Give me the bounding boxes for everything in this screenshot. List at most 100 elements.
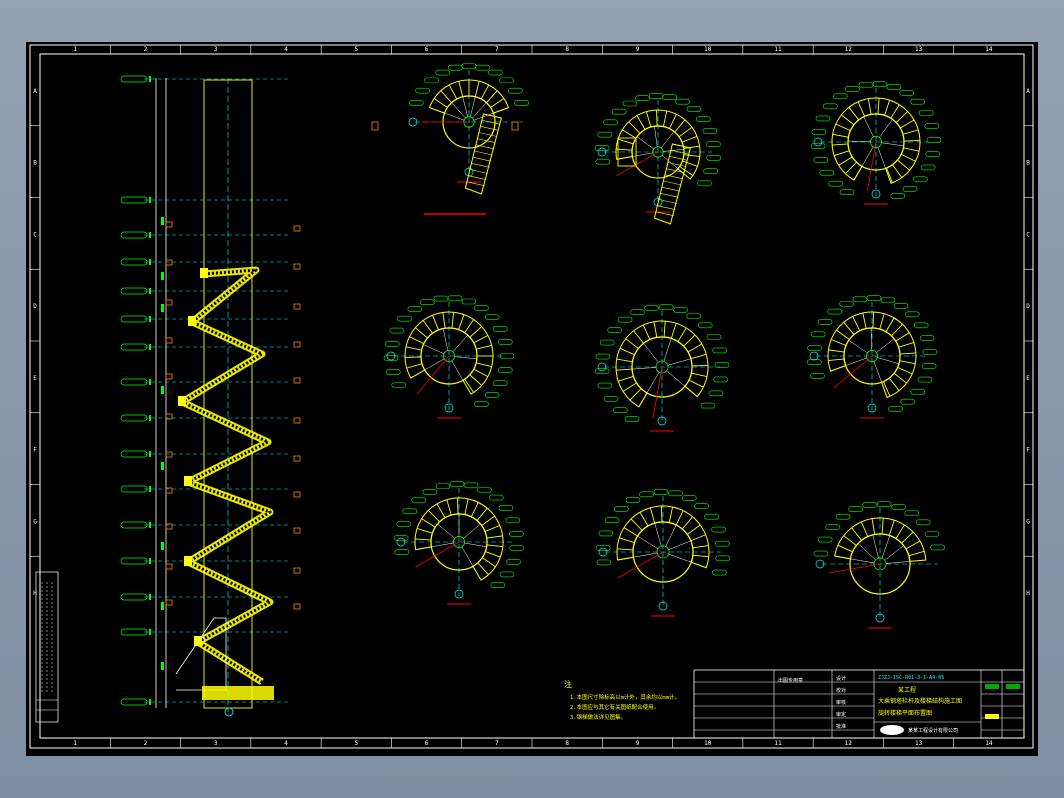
callout-tag (910, 98, 926, 105)
spiral-tread-band (827, 311, 917, 398)
tread (617, 556, 634, 561)
callout-tag (653, 489, 669, 495)
tread (473, 334, 489, 344)
callout-tag (922, 349, 938, 355)
center-column (442, 349, 455, 362)
tread (884, 100, 891, 116)
callout-tag (913, 176, 928, 183)
radial-beam (636, 136, 654, 150)
drawing-subtitle: 旋转楼梯平面布置图 (878, 709, 932, 717)
callout-tag (397, 315, 412, 322)
callout-tag (876, 501, 892, 507)
tread (832, 143, 849, 146)
tread (490, 98, 505, 108)
elevation-callout (165, 487, 173, 494)
flight-tread (666, 168, 685, 173)
grid-column-label: 5 (354, 46, 358, 53)
callout-tag (845, 86, 860, 92)
callout-tag (686, 106, 702, 112)
elevation-callout (293, 225, 301, 232)
tread (895, 111, 908, 123)
tread (879, 313, 885, 330)
callout-tag (662, 94, 677, 101)
callout-tag (607, 327, 623, 333)
tread (675, 510, 684, 526)
flight-tread (660, 193, 679, 198)
callout-tag (919, 335, 935, 341)
radial-beam (850, 558, 875, 564)
tread (892, 164, 903, 178)
radial-beam (461, 546, 474, 567)
grid-row-label: H (33, 590, 37, 597)
callout-tag (858, 82, 874, 88)
callout-tag (499, 571, 515, 578)
status-mark (985, 684, 999, 689)
note-line-2: 2.本图应与其它有关图纸配合使用。 (570, 703, 659, 711)
grid-row-label: H (1026, 590, 1030, 597)
level-marker (161, 602, 164, 610)
tread (484, 525, 500, 532)
grid-column-label: 2 (144, 740, 148, 747)
tread (670, 323, 677, 339)
axis-bubble (597, 362, 607, 372)
flight-tread (480, 126, 499, 131)
radial-beam (632, 152, 653, 157)
grid-row-label: G (1026, 518, 1030, 525)
flight-tread (657, 205, 676, 210)
level-mark (149, 451, 151, 457)
callout-tag (835, 513, 851, 520)
dimension-line (617, 551, 664, 579)
radial-beam (643, 343, 659, 363)
callout-tag (807, 345, 822, 351)
flight-tread (667, 162, 686, 167)
callout-tag (862, 502, 877, 508)
flight-tread (475, 144, 494, 150)
tread (691, 561, 707, 569)
tread (832, 133, 849, 138)
radial-beam (863, 116, 874, 138)
stair-plan (807, 295, 938, 419)
grid-row-label: G (33, 518, 37, 525)
tread (421, 518, 436, 528)
tread (691, 372, 708, 378)
drawing-title: 大乘钢塔栏杆及楼梯结构施工图 (878, 697, 962, 705)
radial-beam (884, 545, 904, 561)
grid-row-label: D (33, 303, 37, 310)
callout-tag (924, 123, 940, 129)
tread (668, 506, 674, 523)
radial-beam (879, 119, 893, 138)
tread (619, 347, 635, 356)
radial-beam (451, 360, 464, 381)
level-marker (161, 386, 164, 394)
radial-beam (463, 523, 481, 539)
axis-bubble (867, 403, 877, 413)
tread (433, 98, 448, 108)
callout-tag (807, 359, 822, 365)
callout-tag (603, 119, 618, 126)
level-mark (149, 379, 151, 385)
level-tag (120, 450, 148, 458)
radial-beam (848, 340, 868, 354)
callout-tag (917, 376, 933, 383)
grid-column-label: 4 (284, 46, 288, 53)
callout-tag (490, 582, 506, 588)
grid-column-label: 8 (565, 740, 569, 747)
callout-tag (614, 506, 629, 512)
elevation-callout (293, 603, 301, 610)
callout-tag (900, 398, 916, 405)
grid-column-label: 9 (636, 740, 640, 747)
tread (690, 353, 707, 360)
callout-tag (396, 521, 412, 527)
elevation-callout (165, 563, 173, 570)
level-mark (149, 76, 151, 82)
callout-tag (673, 307, 688, 313)
callout-tag (391, 382, 407, 388)
grid-column-label: 3 (214, 46, 218, 53)
callout-tag (810, 331, 826, 338)
flight-tread (474, 150, 493, 156)
radial-beam (876, 338, 895, 353)
tread (687, 343, 703, 353)
tread (616, 148, 633, 151)
